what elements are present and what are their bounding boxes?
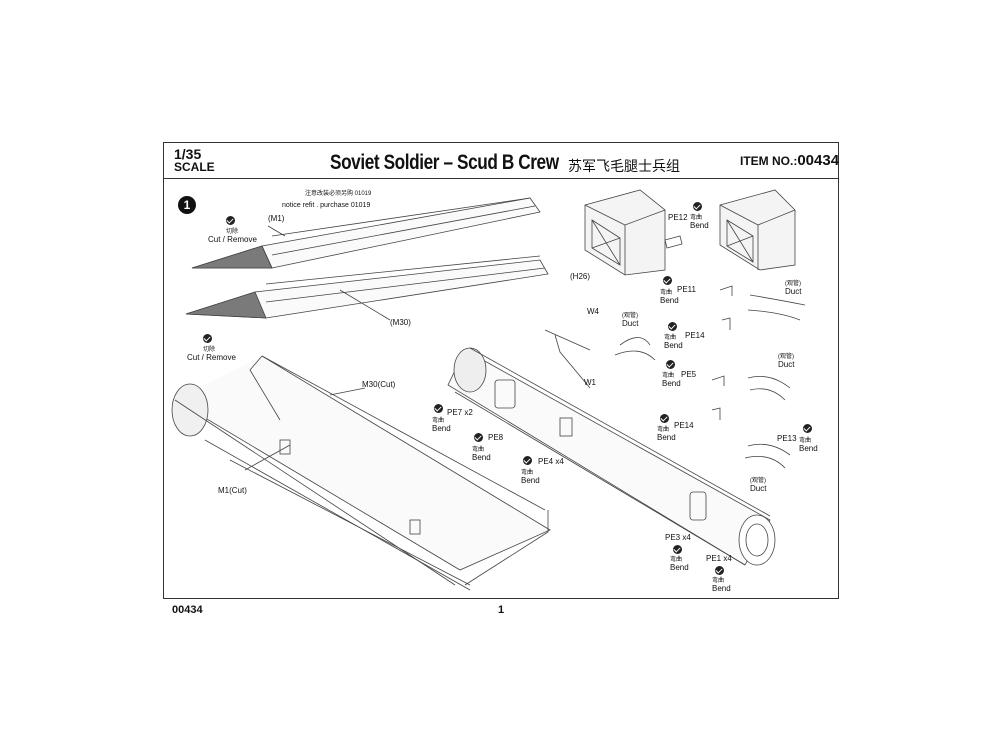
bend-icon: [474, 433, 483, 442]
bend-en: Bend: [690, 221, 709, 230]
label-m1: (M1): [268, 214, 285, 223]
cut-en-2: Cut / Remove: [187, 353, 236, 362]
duct-3: [747, 375, 791, 401]
tube-m1: [191, 197, 541, 269]
bend-en: Bend: [662, 379, 681, 388]
bend-cn: 弯曲: [799, 438, 812, 444]
notice-cn: 注意改装必须另购 01019: [305, 191, 372, 197]
duct-2: [747, 294, 806, 321]
bend-icon: [666, 360, 675, 369]
bend-cn: 弯曲: [660, 290, 673, 296]
duct-en: Duct: [778, 360, 795, 369]
tube-large-right: [447, 347, 776, 566]
label-pe5: PE5: [681, 370, 697, 379]
duct-en: Duct: [750, 484, 767, 493]
bend-en: Bend: [521, 476, 540, 485]
bend-icon: [663, 276, 672, 285]
bend-en: Bend: [657, 433, 676, 442]
bend-icon: [693, 202, 702, 211]
label-pe3: PE3 x4: [665, 533, 691, 542]
bend-icon: [715, 566, 724, 575]
label-pe1: PE1 x4: [706, 554, 732, 563]
bend-en: Bend: [432, 424, 451, 433]
label-m1cut: M1(Cut): [218, 486, 247, 495]
duct-4: [744, 443, 791, 469]
page-title: Soviet Soldier – Scud B Crew: [330, 151, 559, 174]
cut-icon: [226, 216, 235, 225]
part-pe11-pe14: [719, 285, 733, 330]
label-w1: W1: [584, 378, 596, 387]
label-w4: W4: [587, 307, 599, 316]
duct-cn: (观管): [778, 354, 794, 360]
footer-item-number: 00434: [172, 604, 203, 616]
label-pe14b: PE14: [674, 421, 694, 430]
tube-large-left: [171, 355, 551, 591]
box-right: [719, 189, 796, 271]
scale-block: 1/35 SCALE: [174, 146, 215, 174]
bend-icon: [523, 456, 532, 465]
label-m30cut: M30(Cut): [362, 380, 396, 389]
bend-icon: [673, 545, 682, 554]
part-pe5-pe14: [711, 375, 725, 420]
label-pe14a: PE14: [685, 331, 705, 340]
bend-icon: [660, 414, 669, 423]
bend-cn: 弯曲: [432, 418, 445, 424]
page-title-cn: 苏军飞毛腿士兵组: [568, 158, 680, 174]
label-h26: (H26): [570, 272, 591, 281]
part-pe12: [664, 235, 683, 249]
bend-en: Bend: [660, 296, 679, 305]
label-pe8: PE8: [488, 433, 504, 442]
bend-icon: [803, 424, 812, 433]
label-m30: (M30): [390, 318, 411, 327]
bend-cn: 弯曲: [690, 215, 703, 221]
footer-page-number: 1: [498, 604, 505, 616]
duct-en: Duct: [622, 319, 639, 328]
cut-cn-2: 切除: [203, 347, 216, 353]
label-pe13: PE13: [777, 434, 797, 443]
box-h26: [584, 189, 666, 276]
bend-icon: [434, 404, 443, 413]
tube-m30: [185, 255, 549, 319]
part-w4-w1: [544, 329, 591, 389]
label-pe11: PE11: [677, 285, 696, 294]
bend-cn: 弯曲: [657, 427, 670, 433]
label-pe4: PE4 x4: [538, 457, 564, 466]
duct-cn: (观管): [785, 281, 801, 287]
bend-en: Bend: [712, 584, 731, 593]
bend-cn: 弯曲: [662, 373, 675, 379]
bend-cn: 弯曲: [664, 335, 677, 341]
step-number-badge: 1: [178, 196, 196, 214]
duct-1: [614, 337, 656, 361]
bend-icon: [668, 322, 677, 331]
header-divider: [164, 178, 838, 179]
item-label: ITEM NO.:: [740, 154, 798, 168]
notice-en: notice refit . purchase 01019: [282, 202, 371, 209]
scale-label: SCALE: [174, 160, 215, 174]
bend-en: Bend: [664, 341, 683, 350]
cut-icon: [203, 334, 212, 343]
label-pe12: PE12: [668, 213, 688, 222]
bend-en: Bend: [670, 563, 689, 572]
bend-en: Bend: [472, 453, 491, 462]
bend-cn: 弯曲: [670, 557, 683, 563]
cut-cn-1: 切除: [226, 229, 239, 235]
cut-en-1: Cut / Remove: [208, 235, 257, 244]
bend-cn: 弯曲: [521, 470, 534, 476]
duct-cn: (观管): [622, 313, 638, 319]
duct-en: Duct: [785, 287, 802, 296]
label-pe7: PE7 x2: [447, 408, 473, 417]
bend-cn: 弯曲: [712, 578, 725, 584]
item-number-block: ITEM NO.:00434: [740, 152, 839, 169]
bend-en: Bend: [799, 444, 818, 453]
scale-ratio: 1/35: [174, 146, 202, 162]
item-number: 00434: [797, 152, 840, 169]
duct-cn: (观管): [750, 478, 766, 484]
bend-cn: 弯曲: [472, 447, 485, 453]
